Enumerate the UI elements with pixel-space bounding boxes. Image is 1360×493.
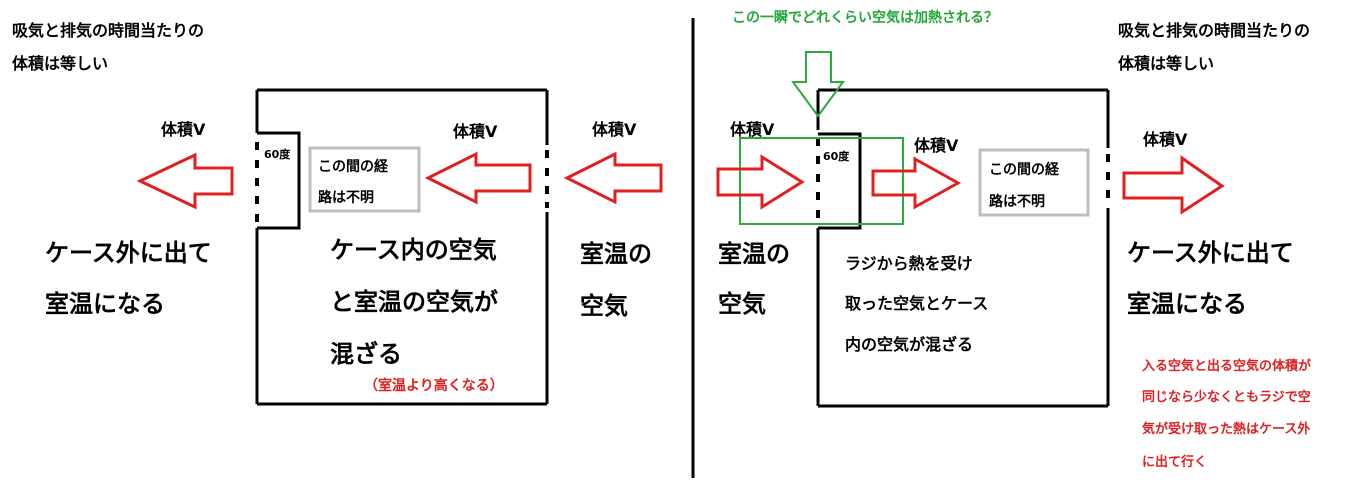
left-case-box	[255, 88, 549, 406]
right-conclusion-line1: 入る空気と出る空気の体積が	[1142, 359, 1312, 374]
green-down-arrow	[791, 51, 845, 118]
left-mix-line2: と室温の空気が	[330, 288, 498, 316]
left-room-air-line2: 空気	[580, 292, 628, 320]
right-note-line1: 吸気と排気の時間当たりの	[1118, 21, 1311, 40]
right-conclusion-line4: に出て行く	[1142, 455, 1208, 470]
left-mix-note: （室温より高くなる）	[364, 378, 504, 394]
left-note-line1: 吸気と排気の時間当たりの	[12, 21, 205, 40]
left-path-box	[308, 146, 421, 213]
left-volume-in-label: 体積V	[592, 120, 637, 139]
right-fan-angle-label: 60度	[823, 150, 850, 163]
left-outside-line1: ケース外に出て	[45, 239, 212, 267]
right-mix-line1: ラジから熱を受け	[845, 254, 973, 273]
left-path-line2: 路は不明	[318, 190, 374, 206]
left-mix-line3: 混ざる	[330, 340, 402, 368]
right-outside-line1: ケース外に出て	[1127, 239, 1294, 267]
left-path-line1: この間の経	[318, 159, 388, 175]
left-mix-line1: ケース内の空気	[330, 236, 497, 264]
right-note-line2: 体積は等しい	[1118, 54, 1215, 73]
green-focus-frame	[739, 137, 904, 225]
right-path-line2: 路は不明	[989, 194, 1045, 210]
right-question: この一瞬でどれくらい空気は加熱される？	[732, 10, 998, 26]
right-arrow-exit	[1122, 155, 1225, 215]
right-fan-box	[818, 132, 862, 230]
right-mix-line3: 内の空気が混ざる	[845, 335, 974, 354]
right-arrow-inside	[871, 156, 962, 210]
right-room-air-line2: 空気	[718, 290, 766, 318]
right-room-air-line1: 室温の	[718, 240, 790, 268]
right-path-line1: この間の経	[989, 162, 1059, 178]
left-outside-line2: 室温になる	[45, 290, 165, 318]
right-case-box	[816, 88, 1110, 408]
left-volume-in-case-label: 体積V	[453, 122, 498, 141]
right-arrow-intake	[716, 154, 805, 210]
left-note-line2: 体積は等しい	[12, 54, 109, 73]
right-conclusion-line3: 気が受け取った熱はケース外	[1142, 422, 1311, 437]
left-arrow-exit	[136, 152, 234, 210]
right-volume-out-label: 体積V	[1143, 130, 1188, 149]
left-volume-out-label: 体積V	[161, 120, 206, 139]
right-conclusion-line2: 同じなら少なくともラジで空	[1142, 390, 1311, 405]
right-mix-line2: 取った空気とケース	[845, 294, 989, 313]
left-fan-box	[257, 131, 301, 230]
right-outside-line2: 室温になる	[1127, 290, 1247, 318]
right-path-box	[978, 148, 1090, 217]
left-arrow-intake	[563, 151, 663, 205]
left-arrow-inside	[424, 151, 532, 205]
right-volume-in-label: 体積V	[730, 120, 775, 139]
left-fan-angle-label: 60度	[264, 148, 291, 161]
left-room-air-line1: 室温の	[580, 240, 652, 268]
right-volume-in-case-label: 体積V	[914, 136, 959, 155]
